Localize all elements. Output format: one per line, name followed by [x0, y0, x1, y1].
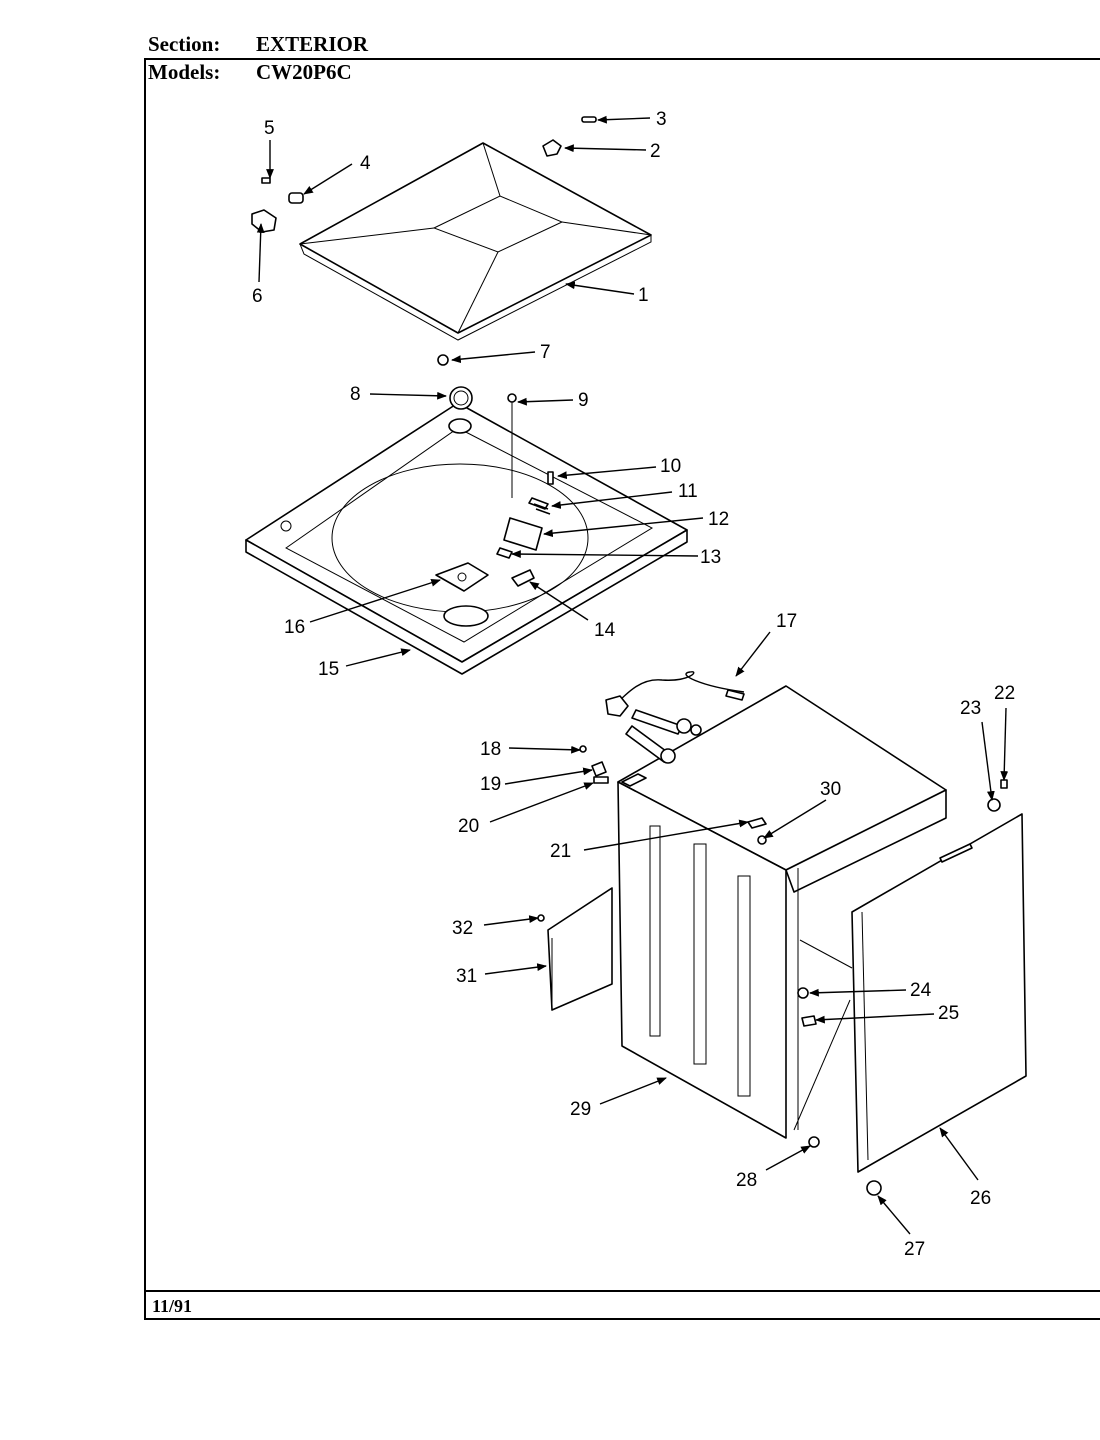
callout-12: 12 — [708, 509, 729, 530]
footer-divider — [144, 1290, 1100, 1292]
callout-2: 2 — [650, 141, 661, 162]
callout-22: 22 — [994, 683, 1015, 704]
callout-25: 25 — [938, 1003, 959, 1024]
side-panel-part — [851, 813, 1027, 1173]
callout-21: 21 — [550, 841, 571, 862]
callout-1: 1 — [638, 285, 649, 306]
callout-32: 32 — [452, 918, 473, 939]
callout-20: 20 — [458, 816, 479, 837]
callout-11: 11 — [678, 481, 698, 502]
callout-labels: 1 2 3 4 5 6 7 8 9 10 11 12 13 14 15 16 1… — [252, 109, 1015, 1260]
callout-9: 9 — [578, 390, 589, 411]
leader-lines — [256, 115, 1009, 1235]
callout-26: 26 — [970, 1188, 991, 1209]
callout-5: 5 — [264, 118, 275, 139]
callout-10: 10 — [660, 456, 681, 477]
callout-23: 23 — [960, 698, 981, 719]
models-value: CW20P6C — [256, 60, 352, 84]
callout-30: 30 — [820, 779, 841, 800]
diagram-frame — [144, 58, 1100, 1320]
lid-part — [299, 142, 652, 341]
callout-29: 29 — [570, 1099, 591, 1120]
callout-19: 19 — [480, 774, 501, 795]
callout-8: 8 — [350, 384, 361, 405]
models-row: Models: CW20P6C — [148, 60, 352, 85]
section-label: Section: — [148, 32, 221, 56]
section-row: Section: EXTERIOR — [148, 32, 368, 57]
callout-14: 14 — [594, 620, 616, 641]
callout-31: 31 — [456, 966, 477, 987]
callout-7: 7 — [540, 342, 551, 363]
callout-18: 18 — [480, 739, 501, 760]
callout-27: 27 — [904, 1239, 925, 1260]
callout-4: 4 — [360, 153, 371, 174]
callout-28: 28 — [736, 1170, 757, 1191]
callout-13: 13 — [700, 547, 721, 568]
callout-24: 24 — [910, 980, 932, 1001]
top-cover-part — [245, 386, 688, 675]
section-value: EXTERIOR — [256, 32, 369, 56]
callout-17: 17 — [776, 611, 797, 632]
callout-6: 6 — [252, 286, 263, 307]
callout-3: 3 — [656, 109, 667, 130]
models-label: Models: — [148, 60, 221, 84]
callout-15: 15 — [318, 659, 339, 680]
footer-date: 11/91 — [152, 1296, 193, 1316]
power-cord-part — [605, 671, 745, 764]
cabinet-part — [547, 685, 947, 1139]
callout-16: 16 — [284, 617, 305, 638]
